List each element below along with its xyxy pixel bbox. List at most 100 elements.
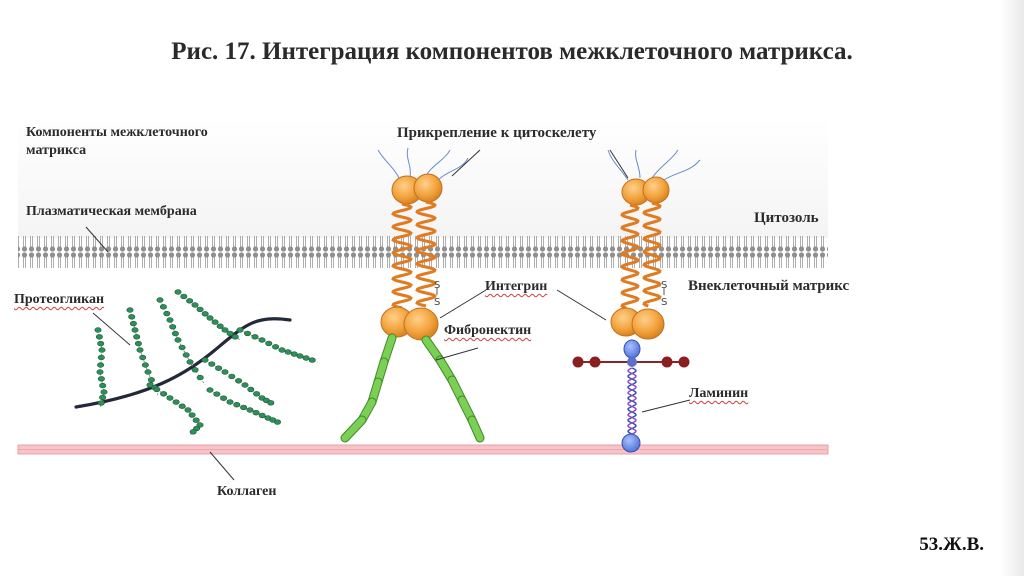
proteoglycan-bead-1-1 [131, 327, 139, 333]
proteoglycan-bead-2-3 [191, 367, 199, 373]
proteoglycan-bead-4-2 [192, 417, 200, 423]
proteoglycan-bead-6-1 [258, 337, 266, 343]
label-plasma-membrane: Плазматическая мембрана [26, 204, 197, 219]
label-matrix-components-2: матрикса [26, 143, 87, 158]
proteoglycan-bead-0-1 [97, 354, 105, 361]
proteoglycan-bead-1-2 [139, 354, 147, 361]
proteoglycan-bead-2-1 [169, 324, 177, 330]
proteoglycan-bead-2-2 [178, 344, 186, 351]
label-proteoglycan: Протеогликан [14, 292, 105, 307]
proteoglycan-bead-3-0 [180, 293, 188, 300]
proteoglycan-bead-5-3 [267, 400, 275, 406]
label-integrin: Интегрин [485, 279, 548, 294]
proteoglycan-bead-3-3 [231, 334, 239, 340]
proteoglycan-bead-6-1 [272, 344, 280, 350]
proteoglycan-bead-0-2 [96, 369, 104, 375]
proteoglycan-bead-3-0 [174, 289, 182, 295]
label-cytoskeleton-attachment: Прикрепление к цитоскелету [397, 125, 597, 141]
slide-edge-shadow [1000, 0, 1024, 576]
proteoglycan-bead-7-0 [206, 387, 214, 393]
proteoglycan-bead-3-2 [206, 315, 214, 321]
proteoglycan-bead-4-2 [184, 407, 192, 413]
proteoglycan-bead-1-3 [144, 369, 152, 375]
fibronectin-segment-0-4 [341, 416, 366, 442]
integrin-right: S S [607, 149, 701, 340]
proteoglycan-bead-2-3 [196, 374, 204, 381]
proteoglycan-bead-3-3 [226, 330, 234, 337]
proteoglycan-bead-4-1 [166, 395, 174, 401]
proteoglycan-bead-0-2 [97, 376, 105, 382]
disulfide-s-4: S [661, 297, 667, 308]
proteoglycan-bead-7-1 [233, 402, 241, 408]
proteoglycan-bead-1-2 [141, 362, 149, 368]
proteoglycan-bead-5-0 [215, 365, 223, 371]
proteoglycan-bead-6-1 [265, 340, 273, 347]
proteoglycan-bead-3-2 [216, 323, 224, 329]
proteoglycan-bead-2-2 [182, 352, 190, 358]
slide-title: Рис. 17. Интеграция компонентов межклето… [171, 38, 853, 65]
proteoglycan-bead-1-3 [147, 377, 155, 383]
proteoglycan-bead-3-1 [191, 302, 199, 308]
proteoglycan-bead-2-0 [159, 304, 167, 310]
proteoglycan-bead-4-1 [172, 399, 180, 405]
proteoglycan-bead-7-0 [213, 391, 221, 397]
proteoglycan-bead-3-2 [211, 319, 219, 325]
proteoglycan-bead-0-3 [100, 389, 108, 395]
proteoglycan-bead-5-1 [221, 369, 229, 375]
slide-number: 53.Ж.В. [919, 534, 984, 555]
proteoglycan-bead-7-0 [220, 395, 228, 401]
proteoglycan-bead-7-1 [240, 404, 248, 411]
label-fibronectin: Фибронектин [444, 323, 532, 338]
disulfide-s-2: S [434, 297, 440, 308]
label-collagen: Коллаген [217, 484, 277, 499]
proteoglycan-bead-7-2 [258, 412, 266, 419]
proteoglycan-molecule [74, 289, 319, 436]
disulfide-s-3: S [661, 280, 667, 291]
label-laminin: Ламинин [689, 386, 749, 401]
proteoglycan-bead-4-2 [188, 412, 196, 418]
proteoglycan-bead-5-2 [247, 386, 255, 393]
proteoglycan-bead-4-0 [153, 386, 161, 393]
proteoglycan-bead-5-1 [228, 373, 236, 380]
fibronectin-molecule [340, 333, 485, 443]
laminin-molecule [572, 339, 690, 453]
proteoglycan-bead-0-0 [97, 340, 105, 347]
proteoglycan-bead-1-1 [133, 334, 141, 340]
proteoglycan-bead-6-0 [236, 327, 244, 333]
proteoglycan-bead-7-2 [252, 410, 260, 416]
proteoglycan-bead-2-1 [166, 317, 174, 323]
proteoglycan-bead-6-2 [278, 347, 286, 353]
disulfide-s-1: S [434, 280, 440, 291]
proteoglycan-bead-6-3 [302, 355, 310, 361]
proteoglycan-bead-6-3 [308, 357, 316, 363]
proteoglycan-bead-2-2 [174, 337, 182, 343]
proteoglycan-bead-0-3 [99, 394, 107, 401]
proteoglycan-bead-2-1 [171, 330, 179, 337]
proteoglycan-bead-0-0 [94, 327, 102, 333]
proteoglycan-bead-4-1 [178, 403, 186, 409]
proteoglycan-bead-7-2 [246, 407, 254, 413]
proteoglycan-bead-1-1 [134, 340, 142, 347]
proteoglycan-bead-6-0 [244, 330, 252, 337]
integrin-left: S S [377, 147, 469, 341]
proteoglycan-bead-2-3 [186, 359, 194, 365]
proteoglycan-bead-6-0 [251, 334, 259, 340]
proteoglycan-bead-0-1 [98, 347, 106, 353]
proteoglycan-bead-2-0 [156, 297, 164, 303]
collagen-band [17, 444, 829, 455]
label-matrix-components-1: Компоненты межклеточного [26, 125, 208, 140]
proteoglycan-bead-1-2 [136, 347, 144, 353]
proteoglycan-bead-3-3 [221, 327, 229, 333]
proteoglycan-bead-0-1 [97, 362, 105, 368]
fibronectin-segment-1-4 [468, 416, 484, 442]
proteoglycan-bead-5-0 [201, 357, 209, 363]
proteoglycan-bead-5-2 [253, 391, 261, 397]
proteoglycan-bead-4-0 [160, 391, 168, 397]
proteoglycan-bead-3-1 [201, 311, 209, 317]
proteoglycan-bead-0-0 [95, 334, 103, 340]
proteoglycan-bead-2-0 [163, 310, 171, 317]
proteoglycan-bead-5-0 [208, 361, 216, 367]
proteoglycan-bead-0-3 [97, 400, 105, 406]
